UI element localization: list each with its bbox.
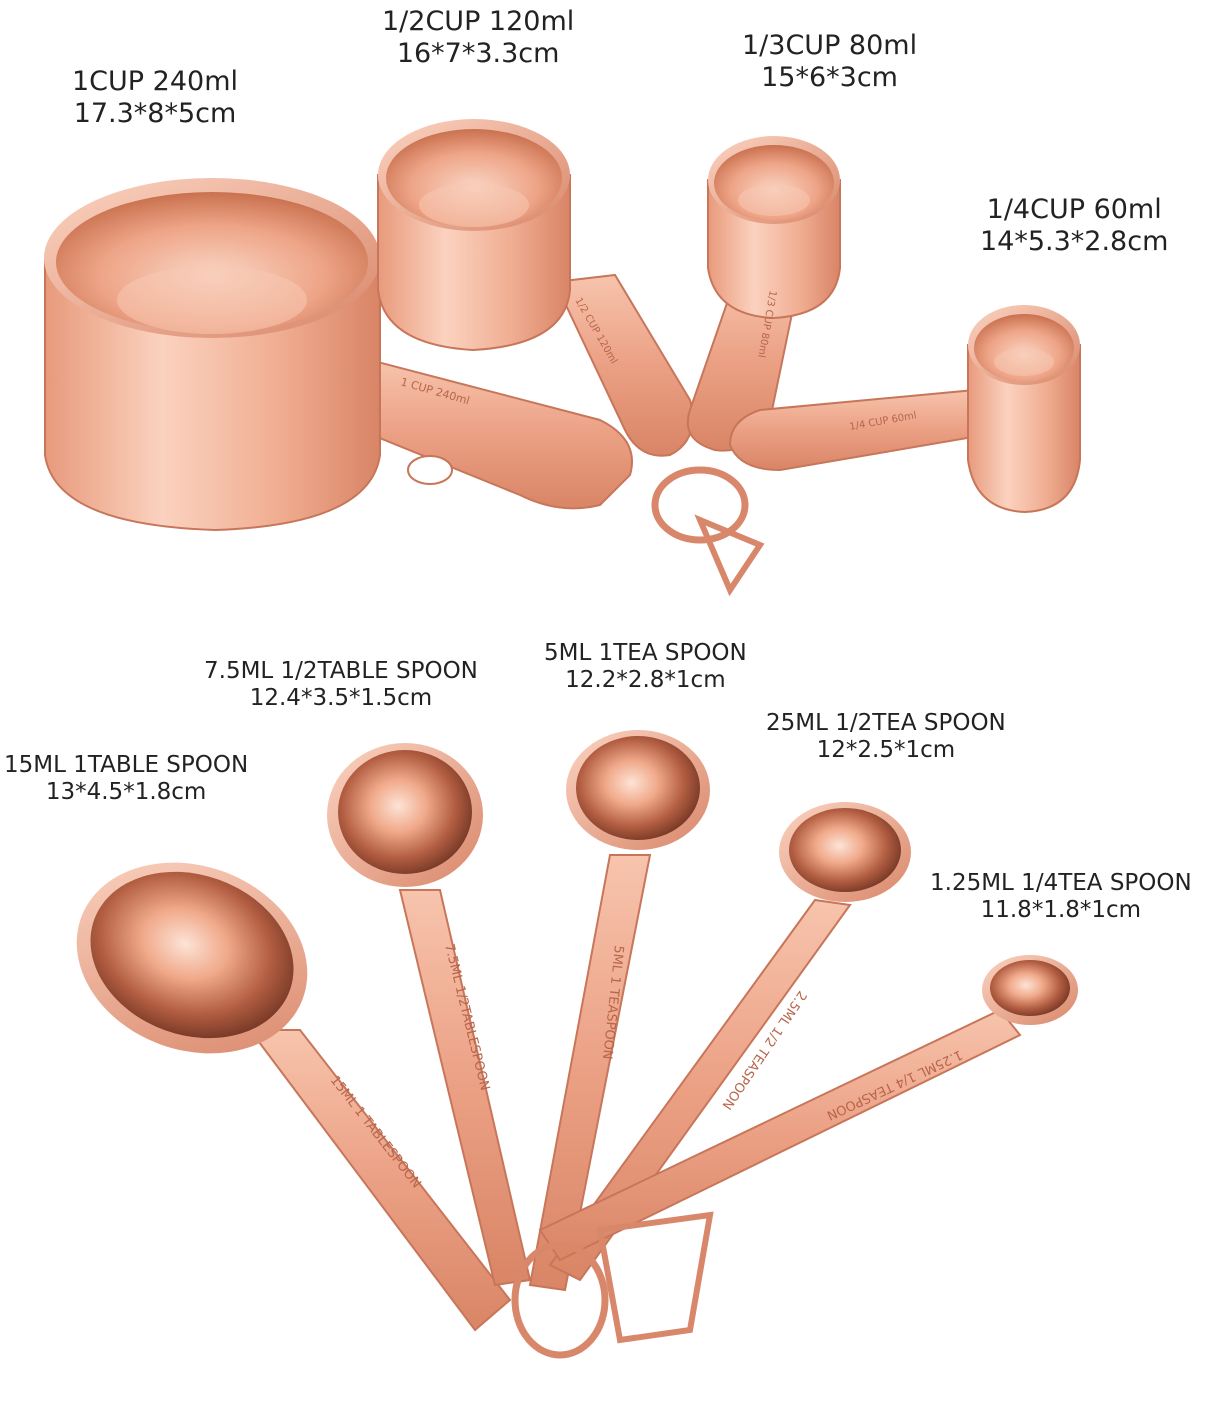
spoon-1-label: 15ML 1TABLE SPOON 13*4.5*1.8cm — [4, 752, 248, 806]
spoon-4-capacity: 25ML 1/2TEA SPOON — [766, 710, 1006, 736]
cup-1-size: 17.3*8*5cm — [73, 97, 237, 129]
cup-4-handle — [728, 388, 987, 472]
cup-2-size: 16*7*3.3cm — [396, 37, 560, 69]
cup-2-label: 1/2CUP 120ml 16*7*3.3cm — [382, 6, 574, 70]
cup-4-capacity: 1/4CUP 60ml — [986, 194, 1162, 225]
cup-1 — [44, 178, 381, 532]
cup-1-handle-hole — [407, 455, 453, 485]
cup-3 — [707, 136, 841, 320]
cup-1-label: 1CUP 240ml 17.3*8*5cm — [72, 66, 238, 130]
spoon-4-bowl — [779, 802, 911, 902]
cup-3-size: 15*6*3cm — [761, 61, 898, 93]
spoon-2-label: 7.5ML 1/2TABLE SPOON 12.4*3.5*1.5cm — [204, 658, 478, 712]
spoon-1-handle — [248, 1029, 512, 1332]
cup-3-capacity: 1/3CUP 80ml — [742, 30, 918, 61]
cup-2 — [377, 119, 571, 352]
cup-2-capacity: 1/2CUP 120ml — [382, 6, 575, 37]
cup-handles — [358, 273, 987, 597]
spoon-4-handle — [548, 898, 852, 1282]
spoon-5-handle — [538, 1008, 1022, 1262]
cups-group: 1 CUP 240ml 1/2 CUP 120ml 1/3 CUP 80ml 1… — [44, 119, 1081, 597]
cup-4-label: 1/4CUP 60ml 14*5.3*2.8cm — [980, 194, 1168, 258]
spoons-group: 15ML 1 TABLESPOON 7.5ML 1/2TABLESPOON 5M… — [76, 730, 1078, 1359]
cup-1-capacity: 1CUP 240ml — [72, 66, 238, 97]
spoon-5-capacity: 1.25ML 1/4TEA SPOON — [930, 870, 1192, 896]
spoon-1-bowl — [76, 862, 308, 1054]
cup-4 — [967, 305, 1081, 514]
cup-4-size: 14*5.3*2.8cm — [980, 225, 1169, 257]
spoon-5-label: 1.25ML 1/4TEA SPOON 11.8*1.8*1cm — [930, 870, 1192, 924]
spoon-5-bowl — [982, 955, 1078, 1025]
cup-3-label: 1/3CUP 80ml 15*6*3cm — [742, 30, 917, 94]
spoon-4-label: 25ML 1/2TEA SPOON 12*2.5*1cm — [766, 710, 1006, 764]
spoon-2-bowl — [327, 743, 483, 887]
spoon-ring-clip — [596, 1211, 714, 1344]
spoon-3-handle — [528, 854, 652, 1292]
cup-1-handle — [358, 358, 633, 510]
spoon-2-size: 12.4*3.5*1.5cm — [249, 685, 433, 712]
cup-ring-clip — [694, 514, 765, 597]
spoon-1-size: 13*4.5*1.8cm — [45, 779, 207, 806]
spoon-5-size: 11.8*1.8*1cm — [980, 897, 1142, 924]
spoon-1-capacity: 15ML 1TABLE SPOON — [4, 752, 249, 778]
spoon-3-size: 12.2*2.8*1cm — [565, 667, 726, 694]
spoon-ring — [511, 1241, 609, 1359]
spoon-4-size: 12*2.5*1cm — [816, 737, 956, 764]
spoon-3-bowl — [566, 730, 710, 850]
spoon-2-capacity: 7.5ML 1/2TABLE SPOON — [204, 658, 478, 684]
cup-ring — [651, 466, 749, 544]
spoon-3-capacity: 5ML 1TEA SPOON — [544, 640, 747, 666]
spoon-3-label: 5ML 1TEA SPOON 12.2*2.8*1cm — [544, 640, 747, 694]
